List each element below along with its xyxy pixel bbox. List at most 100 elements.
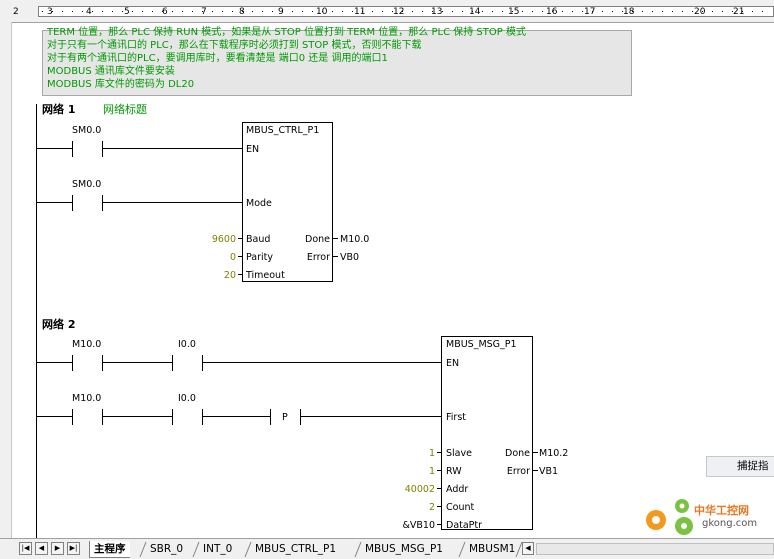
ruler-dot bbox=[142, 11, 143, 12]
network-2-label[interactable]: 网络 2 bbox=[42, 318, 76, 331]
ruler-number: 11 bbox=[354, 7, 366, 17]
ruler-number: 9 bbox=[278, 7, 284, 17]
ruler-dot bbox=[622, 11, 623, 12]
ruler-number: 20 bbox=[694, 7, 706, 17]
gear-icon bbox=[646, 499, 693, 535]
contact-label: I0.0 bbox=[178, 393, 196, 404]
operand-error[interactable]: VB0 bbox=[340, 252, 359, 263]
operand-parity[interactable]: 0 bbox=[230, 252, 236, 263]
capture-button[interactable]: 捕捉指 bbox=[706, 456, 774, 477]
operand-done[interactable]: M10.2 bbox=[539, 448, 568, 459]
ruler-number: 13 bbox=[431, 7, 443, 17]
operand-dataptr[interactable]: &VB10 bbox=[402, 520, 435, 531]
tab-int0[interactable]: INT_0 bbox=[203, 543, 233, 555]
ruler-dot bbox=[532, 11, 533, 12]
operand-rw[interactable]: 1 bbox=[429, 466, 435, 477]
ruler-dot bbox=[692, 11, 693, 12]
network-1-label[interactable]: 网络 1 bbox=[42, 103, 76, 116]
ruler-dot bbox=[222, 11, 223, 12]
tab-mbus-msg[interactable]: MBUS_MSG_P1 bbox=[365, 543, 443, 555]
ruler-dot bbox=[362, 11, 363, 12]
ruler-number: 15 bbox=[508, 7, 520, 17]
ruler-dot bbox=[452, 11, 453, 12]
ruler-dot bbox=[102, 11, 103, 12]
ruler-dot bbox=[472, 11, 473, 12]
ruler-dot bbox=[312, 11, 313, 12]
contact-label: SM0.0 bbox=[72, 179, 101, 190]
watermark-cn: 中华工控网 bbox=[694, 504, 749, 517]
operand-addr[interactable]: 40002 bbox=[405, 484, 435, 495]
pin-addr: Addr bbox=[446, 484, 468, 495]
horizontal-scrollbar[interactable] bbox=[536, 543, 774, 555]
pin-error: Error bbox=[307, 252, 330, 263]
prev-tab-button[interactable]: ◀ bbox=[35, 542, 48, 555]
ruler-dot bbox=[202, 11, 203, 12]
ruler-dot bbox=[302, 11, 303, 12]
ruler-dot bbox=[672, 11, 673, 12]
ruler-dot bbox=[652, 11, 653, 12]
pin-done: Done bbox=[505, 448, 530, 459]
ruler-dot bbox=[442, 11, 443, 12]
tab-main[interactable]: 主程序 bbox=[89, 541, 130, 558]
ruler-dot bbox=[712, 11, 713, 12]
ruler-number: 16 bbox=[546, 7, 558, 17]
operand-done[interactable]: M10.0 bbox=[340, 234, 369, 245]
mbus-msg-block[interactable] bbox=[440, 335, 534, 531]
tab-scroll-left-button[interactable]: ◀ bbox=[522, 542, 534, 555]
tab-mbusm1[interactable]: MBUSM1 bbox=[469, 543, 516, 555]
program-comment[interactable]: TERM 位置，那么 PLC 保持 RUN 模式，如果是从 STOP 位置打到 … bbox=[42, 27, 632, 96]
operand-count[interactable]: 2 bbox=[429, 502, 435, 513]
operand-error[interactable]: VB1 bbox=[539, 466, 558, 477]
ruler-dot bbox=[82, 11, 83, 12]
operand-baud[interactable]: 9600 bbox=[212, 234, 236, 245]
ruler-number: 7 bbox=[201, 7, 207, 17]
ruler-dot bbox=[52, 11, 53, 12]
ruler-dot bbox=[72, 11, 73, 12]
ruler-dot bbox=[662, 11, 663, 12]
ruler-dot bbox=[552, 11, 553, 12]
ruler-dot bbox=[122, 11, 123, 12]
contact-label: M10.0 bbox=[72, 393, 101, 404]
ruler-dot bbox=[212, 11, 213, 12]
ruler-dot bbox=[412, 11, 413, 12]
tab-mbus-ctrl[interactable]: MBUS_CTRL_P1 bbox=[255, 543, 337, 555]
ruler-dot bbox=[152, 11, 153, 12]
ruler-dot bbox=[192, 11, 193, 12]
ruler-dot bbox=[62, 11, 63, 12]
watermark-logo: 中华工控网 gkong.com bbox=[636, 496, 774, 536]
ruler-dot bbox=[352, 11, 353, 12]
ruler-number: 12 bbox=[393, 7, 405, 17]
ruler-number: 18 bbox=[623, 7, 635, 17]
ruler-dot bbox=[482, 11, 483, 12]
mbus-ctrl-block[interactable] bbox=[241, 121, 334, 283]
ruler-dot bbox=[42, 11, 43, 12]
next-tab-button[interactable]: ▶ bbox=[51, 542, 64, 555]
contact-label: I0.0 bbox=[178, 339, 196, 350]
ruler-dot bbox=[242, 11, 243, 12]
tab-bar: |◀ ◀ ▶ ▶| 主程序 SBR_0 INT_0 MBUS_CTRL_P1 M… bbox=[0, 538, 774, 559]
ruler-number: 17 bbox=[584, 7, 596, 17]
tab-sbr0[interactable]: SBR_0 bbox=[150, 543, 184, 555]
pin-timeout: Timeout bbox=[245, 270, 285, 281]
network-1-title[interactable]: 网络标题 bbox=[103, 103, 147, 116]
ruler-number: 8 bbox=[239, 7, 245, 17]
pin-en: EN bbox=[446, 358, 459, 369]
left-gutter bbox=[0, 22, 12, 538]
ruler-dot bbox=[682, 11, 683, 12]
pin-done: Done bbox=[305, 234, 330, 245]
block-name: MBUS_CTRL_P1 bbox=[246, 125, 319, 136]
ruler-dot bbox=[92, 11, 93, 12]
ruler-dot bbox=[522, 11, 523, 12]
ruler-number: 5 bbox=[124, 7, 130, 17]
p-contact-label: P bbox=[282, 412, 288, 423]
ruler-dot bbox=[132, 11, 133, 12]
ruler-dot bbox=[172, 11, 173, 12]
ruler-dot bbox=[752, 11, 753, 12]
first-tab-button[interactable]: |◀ bbox=[19, 542, 32, 555]
operand-slave[interactable]: 1 bbox=[429, 448, 435, 459]
last-tab-button[interactable]: ▶| bbox=[67, 542, 80, 555]
ruler-dot bbox=[112, 11, 113, 12]
ruler-dot bbox=[572, 11, 573, 12]
operand-timeout[interactable]: 20 bbox=[224, 270, 236, 281]
